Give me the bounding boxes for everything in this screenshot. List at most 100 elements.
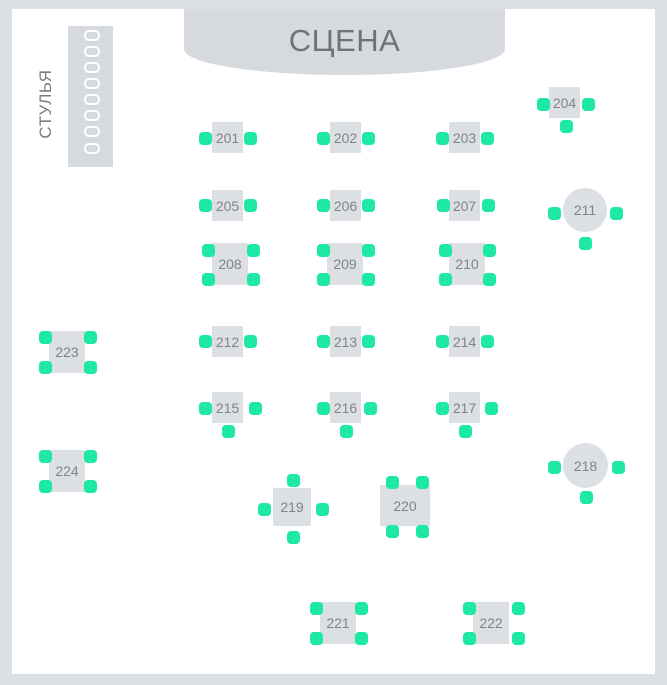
table-222[interactable]: 222 bbox=[473, 602, 509, 644]
seat[interactable] bbox=[482, 199, 495, 212]
seat[interactable] bbox=[436, 335, 449, 348]
seat[interactable] bbox=[317, 132, 330, 145]
seat[interactable] bbox=[247, 244, 260, 257]
seat[interactable] bbox=[317, 244, 330, 257]
seat[interactable] bbox=[548, 461, 561, 474]
seat[interactable] bbox=[222, 425, 235, 438]
seat[interactable] bbox=[39, 450, 52, 463]
table-223[interactable]: 223 bbox=[49, 331, 85, 373]
seat[interactable] bbox=[39, 331, 52, 344]
seat[interactable] bbox=[249, 402, 262, 415]
seat[interactable] bbox=[439, 273, 452, 286]
seat[interactable] bbox=[355, 602, 368, 615]
seat[interactable] bbox=[199, 199, 212, 212]
table-208[interactable]: 208 bbox=[212, 243, 248, 285]
table-number: 219 bbox=[280, 499, 304, 515]
seat[interactable] bbox=[481, 132, 494, 145]
seat[interactable] bbox=[317, 335, 330, 348]
seat[interactable] bbox=[548, 207, 561, 220]
seat[interactable] bbox=[202, 244, 215, 257]
seat[interactable] bbox=[416, 476, 429, 489]
seat[interactable] bbox=[39, 361, 52, 374]
seat[interactable] bbox=[362, 273, 375, 286]
table-220[interactable]: 220 bbox=[380, 485, 430, 526]
table-210[interactable]: 210 bbox=[449, 243, 485, 285]
seat[interactable] bbox=[459, 425, 472, 438]
seat[interactable] bbox=[436, 402, 449, 415]
seat[interactable] bbox=[39, 480, 52, 493]
seat[interactable] bbox=[436, 132, 449, 145]
seat[interactable] bbox=[437, 199, 450, 212]
seat[interactable] bbox=[512, 602, 525, 615]
seat[interactable] bbox=[199, 335, 212, 348]
table-number: 223 bbox=[55, 344, 79, 360]
seat[interactable] bbox=[386, 476, 399, 489]
table-207[interactable]: 207 bbox=[449, 190, 480, 221]
seat[interactable] bbox=[84, 331, 97, 344]
seat[interactable] bbox=[463, 632, 476, 645]
table-215[interactable]: 215 bbox=[212, 392, 243, 423]
chairs-area-label: СТУЛЬЯ bbox=[36, 69, 55, 139]
table-202[interactable]: 202 bbox=[330, 122, 361, 153]
seat[interactable] bbox=[317, 199, 330, 212]
seat[interactable] bbox=[287, 474, 300, 487]
seat[interactable] bbox=[362, 244, 375, 257]
seat[interactable] bbox=[355, 632, 368, 645]
seat[interactable] bbox=[579, 237, 592, 250]
seat[interactable] bbox=[244, 199, 257, 212]
table-209[interactable]: 209 bbox=[327, 243, 363, 285]
seat[interactable] bbox=[340, 425, 353, 438]
seat[interactable] bbox=[560, 120, 573, 133]
seat[interactable] bbox=[439, 244, 452, 257]
table-218[interactable]: 218 bbox=[563, 443, 608, 488]
seat[interactable] bbox=[580, 491, 593, 504]
seat[interactable] bbox=[483, 273, 496, 286]
seat[interactable] bbox=[316, 503, 329, 516]
seat[interactable] bbox=[287, 531, 300, 544]
seat[interactable] bbox=[364, 402, 377, 415]
seat[interactable] bbox=[199, 402, 212, 415]
seat[interactable] bbox=[199, 132, 212, 145]
seat[interactable] bbox=[244, 132, 257, 145]
seat[interactable] bbox=[362, 335, 375, 348]
table-216[interactable]: 216 bbox=[330, 392, 361, 423]
table-219[interactable]: 219 bbox=[273, 488, 311, 526]
seat[interactable] bbox=[416, 525, 429, 538]
seat[interactable] bbox=[512, 632, 525, 645]
seat[interactable] bbox=[582, 98, 595, 111]
table-214[interactable]: 214 bbox=[449, 326, 480, 357]
seat[interactable] bbox=[84, 361, 97, 374]
seat[interactable] bbox=[612, 461, 625, 474]
table-number: 216 bbox=[333, 399, 358, 416]
seat[interactable] bbox=[537, 98, 550, 111]
table-205[interactable]: 205 bbox=[212, 190, 243, 221]
seat[interactable] bbox=[485, 402, 498, 415]
seat[interactable] bbox=[310, 632, 323, 645]
seat[interactable] bbox=[386, 525, 399, 538]
seat[interactable] bbox=[317, 273, 330, 286]
seat[interactable] bbox=[258, 503, 271, 516]
table-217[interactable]: 217 bbox=[449, 392, 480, 423]
table-212[interactable]: 212 bbox=[212, 326, 243, 357]
table-206[interactable]: 206 bbox=[330, 190, 361, 221]
seat[interactable] bbox=[463, 602, 476, 615]
table-204[interactable]: 204 bbox=[549, 87, 580, 118]
table-213[interactable]: 213 bbox=[330, 326, 361, 357]
seat[interactable] bbox=[310, 602, 323, 615]
seat[interactable] bbox=[481, 335, 494, 348]
table-203[interactable]: 203 bbox=[449, 122, 480, 153]
seat[interactable] bbox=[244, 335, 257, 348]
seat[interactable] bbox=[362, 199, 375, 212]
table-224[interactable]: 224 bbox=[49, 450, 85, 492]
seat[interactable] bbox=[610, 207, 623, 220]
seat[interactable] bbox=[84, 450, 97, 463]
seat[interactable] bbox=[247, 273, 260, 286]
seat[interactable] bbox=[362, 132, 375, 145]
seat[interactable] bbox=[317, 402, 330, 415]
seat[interactable] bbox=[483, 244, 496, 257]
table-211[interactable]: 211 bbox=[563, 188, 607, 232]
seat[interactable] bbox=[202, 273, 215, 286]
table-201[interactable]: 201 bbox=[212, 122, 243, 153]
seat[interactable] bbox=[84, 480, 97, 493]
table-221[interactable]: 221 bbox=[320, 602, 356, 644]
